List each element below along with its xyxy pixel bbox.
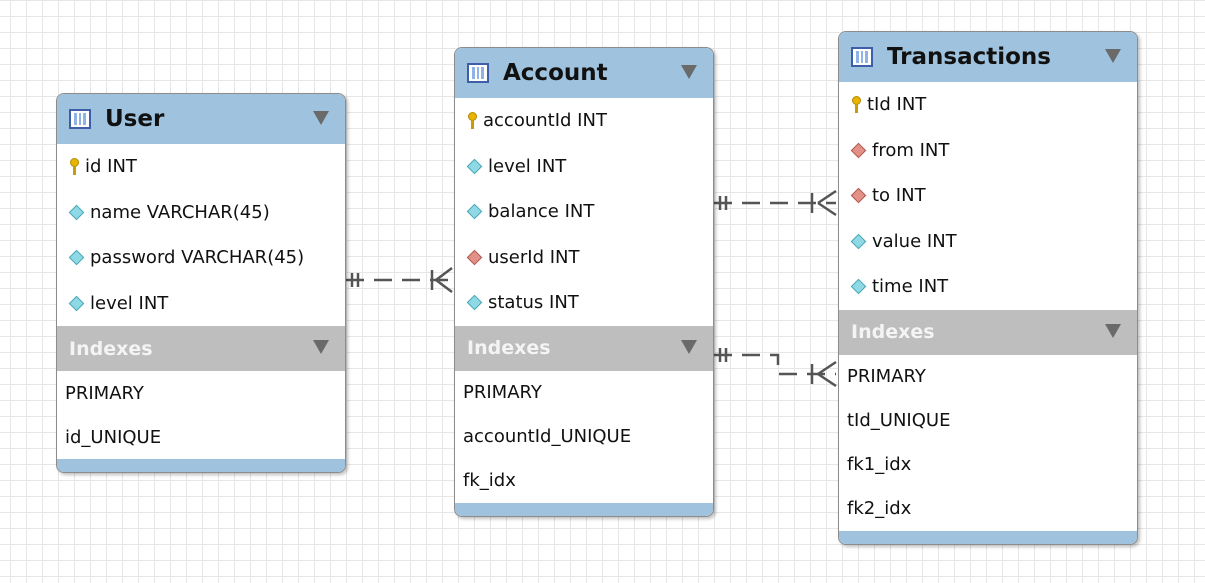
column-label: status INT (488, 292, 579, 314)
indexes-label: Indexes (69, 337, 153, 360)
column-label: to INT (872, 185, 926, 207)
column-row[interactable]: name VARCHAR(45) (57, 190, 345, 236)
column-label: time INT (872, 276, 949, 298)
column-row[interactable]: status INT (455, 280, 713, 326)
relationship-account-transactions-2[interactable] (714, 348, 837, 388)
column-row[interactable]: accountId INT (455, 98, 713, 144)
column-row[interactable]: time INT (839, 264, 1137, 310)
collapse-chevron-icon[interactable] (1105, 49, 1121, 63)
index-row[interactable]: fk2_idx (847, 498, 912, 519)
table-footer (455, 502, 713, 516)
foreign-key-diamond-icon (850, 142, 867, 159)
table-footer (839, 530, 1137, 544)
column-row[interactable]: from INT (839, 128, 1137, 174)
transactions-indexes: PRIMARY tId_UNIQUE fk1_idx fk2_idx (839, 355, 1137, 531)
column-diamond-icon (466, 158, 483, 175)
indexes-label: Indexes (851, 321, 935, 343)
column-label: value INT (872, 230, 957, 252)
collapse-chevron-icon[interactable] (313, 111, 329, 125)
column-row[interactable]: value INT (839, 219, 1137, 265)
column-row[interactable]: level INT (57, 281, 345, 327)
index-row[interactable]: tId_UNIQUE (847, 410, 951, 431)
column-label: level INT (90, 292, 169, 314)
table-icon (467, 63, 489, 83)
index-row[interactable]: fk1_idx (847, 454, 912, 475)
column-diamond-icon (68, 204, 85, 221)
account-columns: accountId INT level INT balance INT userId … (455, 98, 713, 326)
index-row[interactable]: PRIMARY (847, 366, 926, 387)
user-table[interactable]: User id INT name VARCHAR(45) password VARC… (56, 93, 346, 473)
primary-key-icon (69, 158, 79, 176)
column-label: accountId INT (483, 110, 607, 132)
column-label: balance INT (488, 201, 595, 223)
collapse-chevron-icon[interactable] (681, 65, 697, 79)
transactions-table-header[interactable]: Transactions (839, 32, 1137, 82)
column-row[interactable]: to INT (839, 173, 1137, 219)
user-indexes-header[interactable]: Indexes (57, 326, 345, 371)
column-diamond-icon (466, 294, 483, 311)
column-diamond-icon (68, 249, 85, 266)
column-label: tId INT (867, 94, 927, 116)
index-row[interactable]: accountId_UNIQUE (463, 426, 632, 447)
foreign-key-diamond-icon (466, 249, 483, 266)
index-row[interactable]: PRIMARY (65, 382, 144, 404)
column-diamond-icon (466, 203, 483, 220)
column-label: level INT (488, 155, 567, 177)
table-title: User (105, 106, 165, 132)
primary-key-icon (851, 96, 861, 114)
table-icon (69, 109, 91, 129)
collapse-chevron-icon[interactable] (681, 339, 697, 354)
user-indexes: PRIMARY id_UNIQUE (57, 371, 345, 459)
column-label: password VARCHAR(45) (90, 247, 305, 269)
index-row[interactable]: fk_idx (463, 470, 516, 491)
account-table-header[interactable]: Account (455, 48, 713, 98)
column-row[interactable]: password VARCHAR(45) (57, 235, 345, 281)
column-label: id INT (85, 156, 137, 178)
column-label: from INT (872, 139, 950, 161)
column-row[interactable]: tId INT (839, 82, 1137, 128)
primary-key-icon (467, 112, 477, 130)
user-table-header[interactable]: User (57, 94, 345, 144)
account-indexes-header[interactable]: Indexes (455, 325, 713, 371)
indexes-label: Indexes (467, 337, 551, 359)
column-diamond-icon (850, 278, 867, 295)
user-columns: id INT name VARCHAR(45) password VARCHAR(4… (57, 144, 345, 326)
column-label: userId INT (488, 246, 580, 268)
table-title: Transactions (887, 44, 1051, 70)
table-footer (57, 459, 345, 472)
index-row[interactable]: PRIMARY (463, 382, 542, 403)
column-row[interactable]: id INT (57, 144, 345, 190)
transactions-table[interactable]: Transactions tId INT from INT to INT value … (838, 31, 1138, 545)
column-row[interactable]: balance INT (455, 189, 713, 235)
account-indexes: PRIMARY accountId_UNIQUE fk_idx (455, 371, 713, 503)
relationship-account-transactions-1[interactable] (714, 189, 837, 217)
column-diamond-icon (850, 233, 867, 250)
collapse-chevron-icon[interactable] (313, 340, 329, 354)
column-diamond-icon (68, 295, 85, 312)
column-row[interactable]: level INT (455, 144, 713, 190)
column-label: name VARCHAR(45) (90, 201, 270, 223)
collapse-chevron-icon[interactable] (1105, 323, 1121, 338)
table-title: Account (503, 60, 608, 86)
account-table[interactable]: Account accountId INT level INT balance IN… (454, 47, 714, 517)
column-row[interactable]: userId INT (455, 235, 713, 281)
index-row[interactable]: id_UNIQUE (65, 426, 162, 448)
relationship-user-account[interactable] (346, 267, 453, 293)
transactions-columns: tId INT from INT to INT value INT time INT (839, 82, 1137, 310)
foreign-key-diamond-icon (850, 187, 867, 204)
transactions-indexes-header[interactable]: Indexes (839, 309, 1137, 355)
table-icon (851, 47, 873, 67)
